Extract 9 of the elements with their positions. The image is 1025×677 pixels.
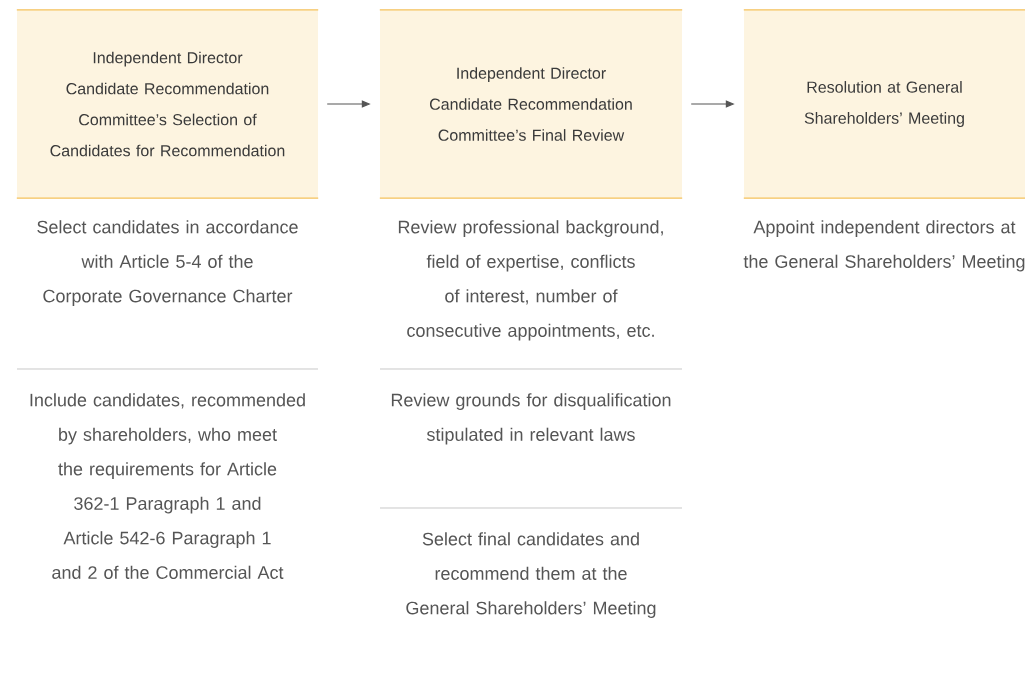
process-box: Independent Director Candidate Recommendation Committee’s Final Review bbox=[379, 9, 683, 199]
process-box: Resolution at General Shareholders’ Meeting bbox=[743, 9, 1025, 199]
description-text: Select candidates in accordance with Article 5-4 of the Corporate Governance Charter bbox=[37, 220, 298, 306]
description-text: Appoint independent directors at the General Shareholders’ Meeting bbox=[743, 220, 1025, 272]
description-text: Include candidates, recommended by shareholders, who meet the requirements for Article 362-1 Paragraph 1 and Article 542-6 Paragraph 1 and 2 of the Commercial Act bbox=[30, 393, 305, 579]
description-text: Review grounds for disqualification stipulated in relevant laws bbox=[391, 393, 671, 445]
description-text: Select final candidates and recommend them at the General Shareholders’ Meeting bbox=[406, 532, 656, 618]
process-box: Independent Director Candidate Recommendation Committee’s Selection of Candidates for Recommendation bbox=[16, 9, 319, 199]
description-text: Review professional background, field of expertise, conflicts of interest, number of consecutive appointments, etc. bbox=[398, 220, 663, 341]
